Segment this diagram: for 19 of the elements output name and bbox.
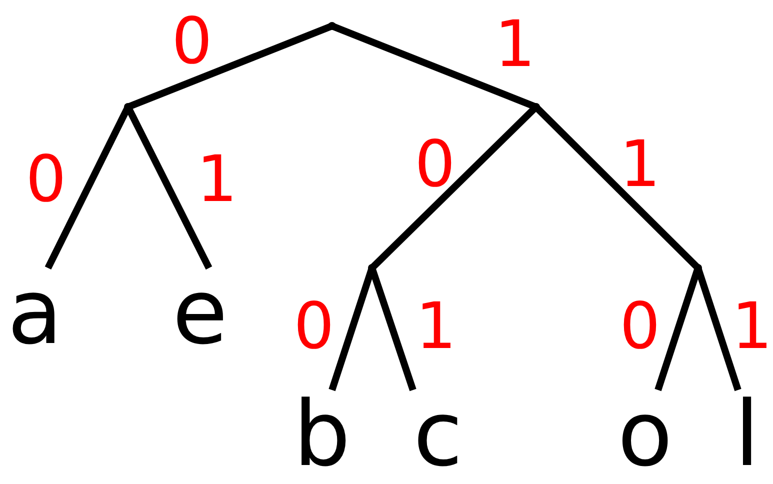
edge-label: 1 xyxy=(732,295,772,359)
leaf-letter: o xyxy=(615,390,675,480)
leaf-letter: e xyxy=(170,268,230,358)
leaf-letter: c xyxy=(406,390,470,480)
leaf-letter: l xyxy=(722,390,772,480)
leaf-letter: b xyxy=(292,390,352,480)
tree-branch xyxy=(126,22,334,110)
edge-label: 0 xyxy=(294,295,334,359)
edge-label: 0 xyxy=(620,295,660,359)
edge-label: 1 xyxy=(494,13,536,77)
edge-label: 1 xyxy=(620,133,660,197)
edge-label: 1 xyxy=(196,148,238,212)
edge-label: 0 xyxy=(414,133,456,197)
edge-label: 0 xyxy=(172,10,212,74)
tree-branch xyxy=(330,22,538,110)
tree-branch xyxy=(534,104,700,270)
edge-label: 0 xyxy=(26,148,66,212)
leaf-letter: a xyxy=(5,268,65,358)
edge-label: 1 xyxy=(416,295,456,359)
